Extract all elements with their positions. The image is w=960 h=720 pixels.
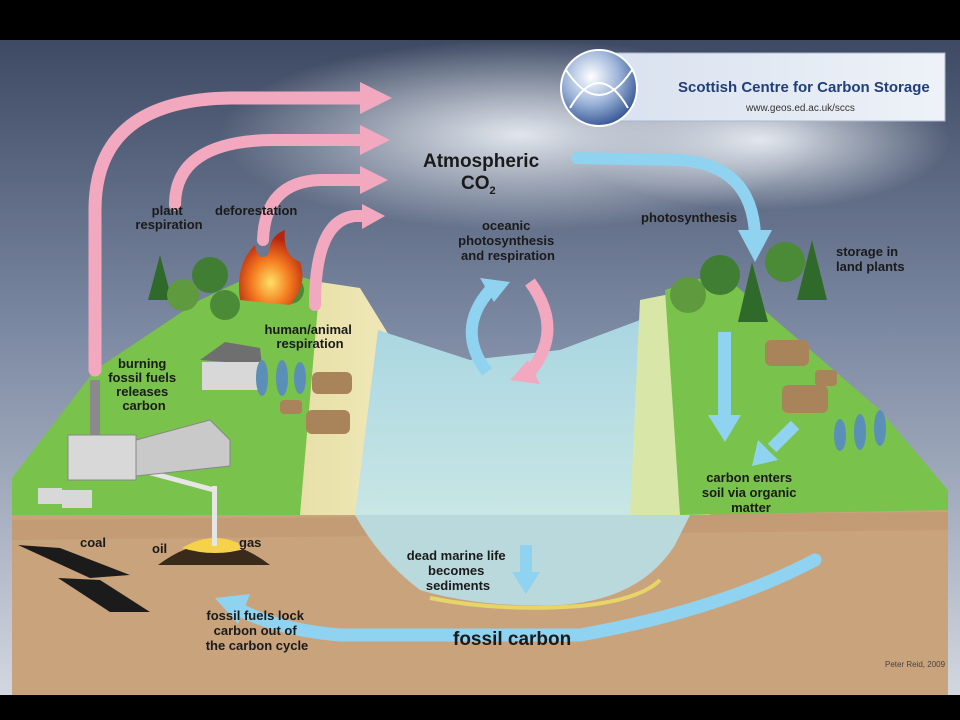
label-dead-marine-life: dead marine life becomes sediments (407, 548, 510, 593)
co2-subscript: 2 (490, 185, 496, 197)
person-icon (256, 360, 268, 396)
coal-seam (58, 578, 150, 612)
label-fossil-fuels-lock: fossil fuels lock carbon out of the carb… (206, 608, 309, 653)
arrow-photosynthesis (571, 152, 761, 241)
factory-shed (135, 419, 231, 477)
arrowhead (752, 440, 778, 466)
credit-text: Peter Reid, 2009 (885, 660, 946, 669)
label-photosynthesis: photosynthesis (641, 210, 737, 225)
logo-orbit (565, 69, 633, 96)
factory (38, 380, 231, 508)
coal-seam (18, 545, 130, 578)
arrowhead (360, 82, 392, 114)
arrowhead (360, 166, 388, 194)
person-icon (874, 410, 886, 446)
tree (765, 242, 805, 282)
arrowhead (738, 230, 772, 262)
well-pipe (212, 486, 217, 546)
arrow-into-soil-animals (767, 420, 800, 453)
label-coal: coal (80, 535, 106, 550)
arrowhead (480, 278, 510, 302)
tree (797, 240, 827, 300)
tree (148, 255, 172, 300)
farmhouse (200, 342, 262, 390)
tree (210, 290, 240, 320)
chimney (90, 380, 100, 442)
label-atmospheric: Atmospheric (423, 151, 540, 172)
tree (167, 279, 199, 311)
logo-orbit (569, 82, 629, 109)
house-roof (200, 342, 262, 365)
animal-icon (312, 372, 352, 394)
label-fossil-carbon: fossil carbon (453, 629, 571, 650)
label-carbon-enters-soil: carbon enters soil via organic matter (702, 470, 800, 515)
label-deforestation: deforestation (215, 203, 297, 218)
person-icon (854, 414, 866, 450)
label-co2: CO2 (461, 173, 496, 197)
animal-icon (765, 340, 809, 366)
label-plant-respiration: plant respiration (135, 203, 202, 232)
marine-sediment-layer (429, 578, 662, 610)
arrow-marine-sediment (520, 545, 532, 575)
label-burning-fossil-fuels: burning fossil fuels releases carbon (108, 356, 180, 413)
fire-icon (239, 230, 303, 305)
house-wall (202, 362, 260, 390)
arrow-deforestation (257, 174, 368, 246)
label-human-animal-respiration: human/animal respiration (264, 322, 355, 351)
small-house (62, 490, 92, 508)
ocean (355, 320, 650, 515)
banner-title: Scottish Centre for Carbon Storage (678, 79, 930, 96)
animal-icon (815, 370, 837, 386)
tree (738, 262, 768, 322)
arrow-burning-fossil-fuels (88, 91, 369, 377)
tree (670, 277, 706, 313)
co2-main: CO (461, 173, 490, 194)
trees-right (670, 240, 827, 322)
arrow-into-soil-plants (718, 332, 731, 418)
arrow-fossil-carbon (233, 553, 822, 642)
label-oceanic: oceanic photosynthesis and respiration (458, 218, 558, 263)
oceanic-uptake-arrow (465, 286, 495, 376)
animal-icon (280, 400, 302, 414)
small-house (38, 488, 62, 504)
arrowhead (362, 204, 385, 229)
arrowhead (360, 125, 390, 155)
arrowhead (708, 415, 741, 442)
tree (700, 255, 740, 295)
people-animals-left (256, 360, 352, 434)
tree (192, 257, 228, 293)
sccs-logo-icon (560, 49, 638, 127)
release-arrows (88, 91, 371, 377)
banner-url: www.geos.ed.ac.uk/sccs (745, 103, 855, 114)
oceanic-release-arrow (525, 278, 554, 376)
person-icon (834, 419, 846, 451)
arrowhead (512, 572, 540, 594)
sccs-banner: Scottish Centre for Carbon Storage www.g… (560, 49, 946, 127)
arrowhead (215, 594, 250, 624)
arrowhead (510, 360, 540, 384)
animal-icon (306, 410, 350, 434)
animal-icon (782, 385, 828, 413)
person-icon (294, 362, 306, 394)
people-animals-right (765, 340, 886, 451)
person-icon (276, 360, 288, 396)
arrow-human-animal-respiration (309, 210, 371, 311)
label-oil: oil (152, 541, 167, 556)
factory-building (67, 434, 137, 481)
diagram-labels: Atmospheric CO2 plant respiration defore… (80, 151, 946, 669)
release-arrowheads (360, 82, 392, 229)
label-storage-in-land-plants: storage in land plants (836, 244, 905, 274)
arrow-plant-respiration (169, 134, 368, 211)
label-gas: gas (239, 535, 261, 550)
